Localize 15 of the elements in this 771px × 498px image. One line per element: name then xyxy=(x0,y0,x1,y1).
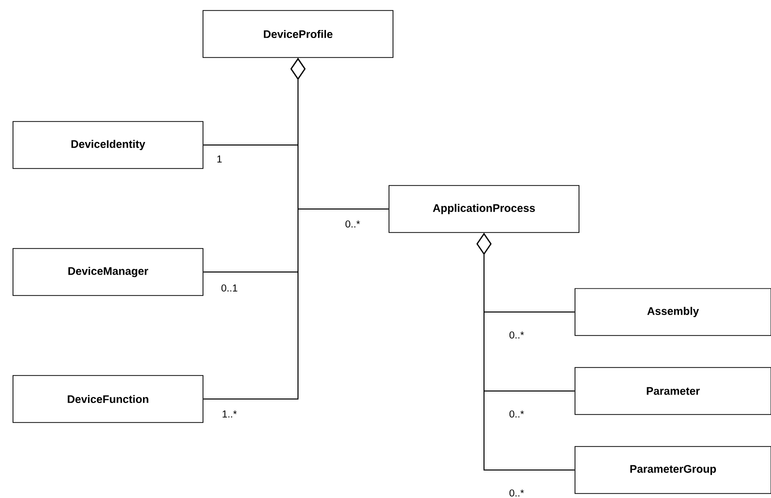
class-box: DeviceFunction xyxy=(12,375,204,423)
class-box: DeviceIdentity xyxy=(12,121,204,169)
class-box: Assembly xyxy=(574,288,771,336)
class-box: DeviceProfile xyxy=(202,10,394,58)
multiplicity-label: 1..* xyxy=(222,410,237,418)
multiplicity-label: 0..* xyxy=(510,489,524,497)
multiplicity-label: 0..* xyxy=(510,410,524,418)
class-box: ApplicationProcess xyxy=(388,185,580,233)
multiplicity-label: 0..* xyxy=(510,331,524,339)
class-box: ParameterGroup xyxy=(574,446,771,494)
multiplicity-label: 0..1 xyxy=(221,284,238,292)
class-box: Parameter xyxy=(574,367,771,415)
multiplicity-label: 0..* xyxy=(346,220,360,228)
class-box: DeviceManager xyxy=(12,248,204,296)
multiplicity-label: 1 xyxy=(217,156,222,162)
